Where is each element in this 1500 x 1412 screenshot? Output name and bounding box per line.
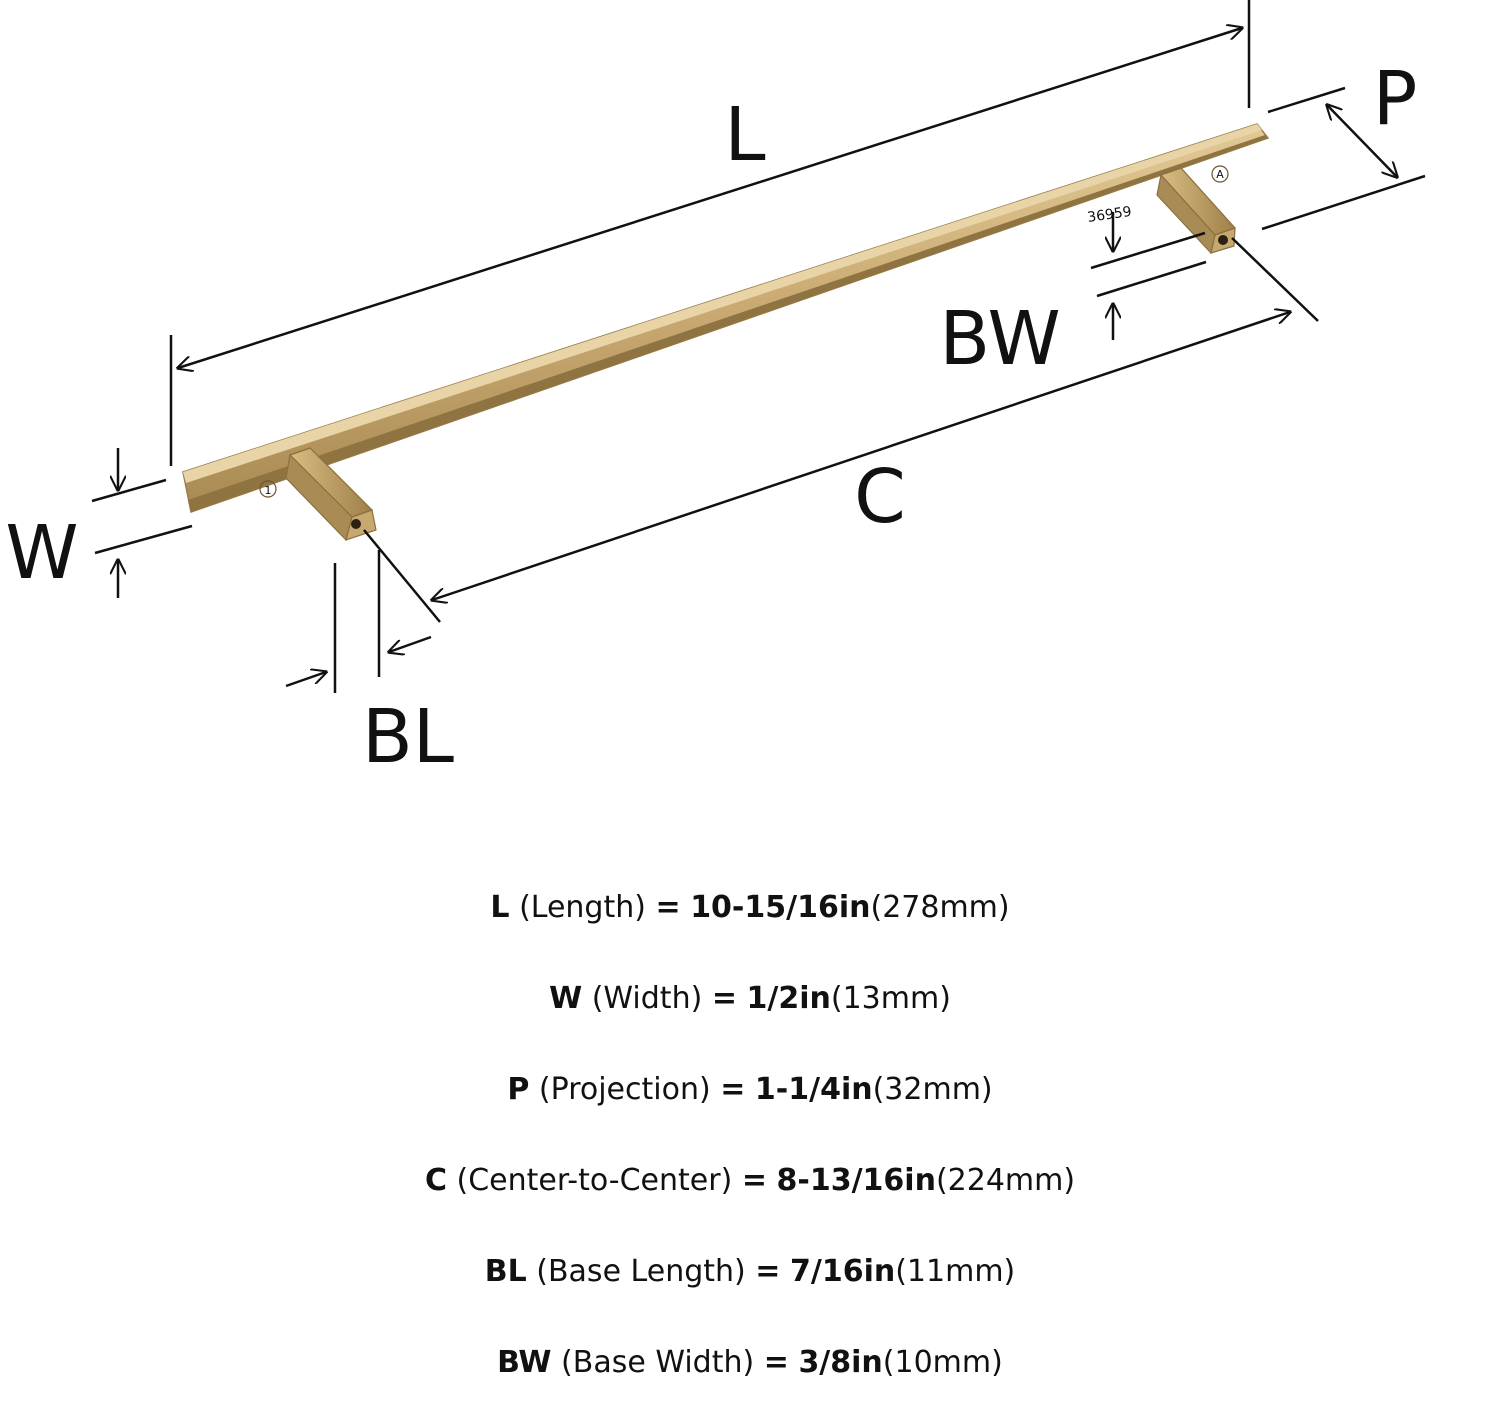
dimension-w (91, 448, 193, 598)
spec-imperial: 10-15/16in (690, 890, 871, 925)
spec-row-center-to-center: C (Center-to-Center) = 8-13/16in(224mm) (0, 1135, 1500, 1226)
spec-code: C (424, 1163, 447, 1198)
spec-row-base-width: BW (Base Width) = 3/8in(10mm) (0, 1317, 1500, 1408)
spec-metric: (10mm) (882, 1345, 1003, 1380)
dimension-l (169, 0, 1251, 466)
label-p: P (1373, 56, 1418, 142)
spec-metric: (32mm) (872, 1072, 993, 1107)
part-number: 36959 (1086, 204, 1132, 226)
dimension-bw (1090, 212, 1207, 340)
spec-metric: (11mm) (895, 1254, 1016, 1289)
label-bl: BL (362, 694, 454, 780)
spec-row-base-length: BL (Base Length) = 7/16in(11mm) (0, 1226, 1500, 1317)
spec-imperial: 7/16in (789, 1254, 896, 1289)
spec-metric: (224mm) (935, 1163, 1076, 1198)
spec-row-width: W (Width) = 1/2in(13mm) (0, 953, 1500, 1044)
spec-imperial: 1-1/4in (754, 1072, 873, 1107)
spec-code: W (549, 981, 583, 1016)
handle-bar (182, 123, 1270, 513)
spec-code: BW (497, 1345, 552, 1380)
right-mark-text: A (1216, 168, 1224, 181)
spec-name: (Projection) (538, 1072, 711, 1107)
dimension-bl (285, 550, 432, 693)
spec-name: (Base Width) (561, 1345, 755, 1380)
label-c: C (854, 454, 906, 540)
dimension-p (1261, 86, 1426, 231)
spec-eq: = (655, 890, 681, 925)
spec-imperial: 8-13/16in (776, 1163, 936, 1198)
label-l: L (724, 92, 765, 178)
spec-name: (Length) (519, 890, 646, 925)
spec-metric: (278mm) (870, 890, 1010, 925)
spec-code: L (490, 890, 510, 925)
spec-imperial: 1/2in (746, 981, 831, 1016)
spec-row-length: L (Length) = 10-15/16in(278mm) (0, 862, 1500, 953)
spec-name: (Width) (591, 981, 703, 1016)
left-post (285, 447, 377, 542)
spec-eq: = (711, 981, 737, 1016)
spec-metric: (13mm) (830, 981, 951, 1016)
dimension-c (363, 237, 1319, 623)
pull-handle-diagram: 1 A 36959 L P BW W C (5, 0, 1426, 780)
right-mark: A (1211, 165, 1229, 183)
label-w: W (5, 510, 78, 596)
spec-row-projection: P (Projection) = 1-1/4in(32mm) (0, 1044, 1500, 1135)
left-mark: 1 (259, 480, 277, 498)
label-bw: BW (939, 296, 1060, 382)
left-mark-text: 1 (265, 484, 272, 497)
spec-eq: = (763, 1345, 789, 1380)
spec-imperial: 3/8in (798, 1345, 883, 1380)
spec-code: P (507, 1072, 530, 1107)
spec-eq: = (741, 1163, 767, 1198)
spec-name: (Base Length) (536, 1254, 746, 1289)
dimension-specs: L (Length) = 10-15/16in(278mm) W (Width)… (0, 862, 1500, 1408)
spec-code: BL (484, 1254, 527, 1289)
spec-name: (Center-to-Center) (456, 1163, 733, 1198)
spec-eq: = (755, 1254, 781, 1289)
spec-eq: = (720, 1072, 746, 1107)
